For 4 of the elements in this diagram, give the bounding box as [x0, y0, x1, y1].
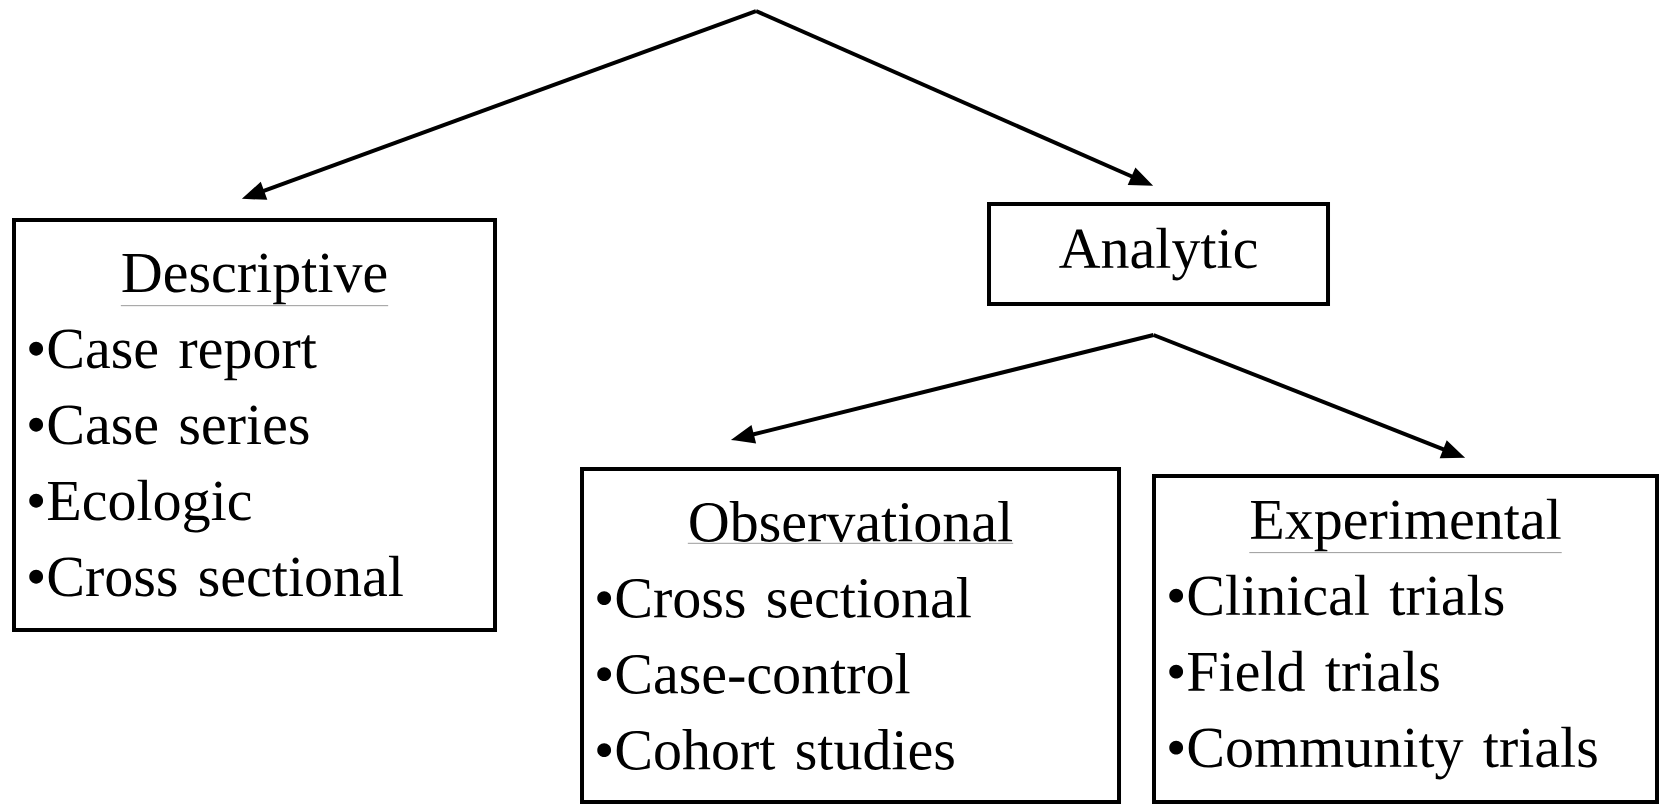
category-box: Experimental •Clinical trials •Field trials •Community trials [1152, 474, 1659, 804]
category-box: Analytic [987, 202, 1330, 306]
category-box: Descriptive •Case report •Case series •Ecologic •Cross sectional [12, 218, 497, 632]
category-box: Observational •Cross sectional •Case-control •Cohort studies [580, 467, 1121, 804]
